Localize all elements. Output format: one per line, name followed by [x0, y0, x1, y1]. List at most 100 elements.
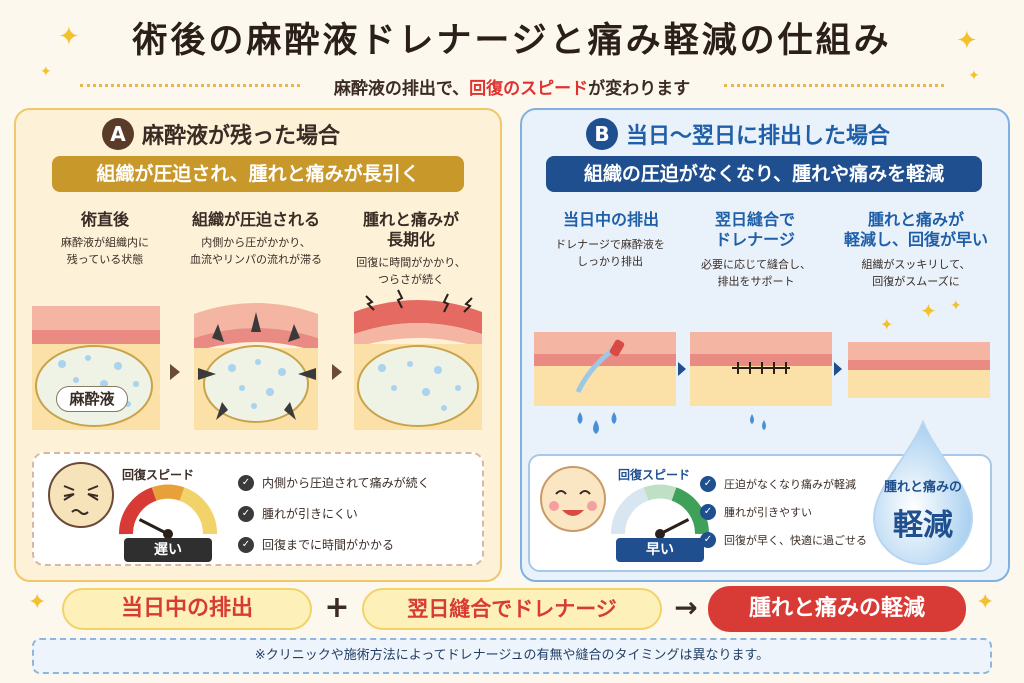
drop-big-text: 軽減: [893, 508, 953, 543]
svg-text:✦: ✦: [920, 299, 937, 323]
check-item: ✓ 腫れが引きにくい: [238, 505, 430, 522]
arrow-right-icon: [170, 364, 180, 380]
desc-line: 組織がスッキリして、: [861, 258, 971, 271]
panel-b-checklist: ✓圧迫がなくなり痛みが軽減 ✓ 腫れが引きやすい ✓ 回復が早く、快適に過ごせる: [700, 476, 867, 548]
desc-line: 麻酔液が組織内に: [61, 236, 149, 249]
sparkle-icon: ✦: [58, 22, 80, 52]
check-icon: ✓: [700, 504, 716, 520]
arrow-right-icon: [332, 364, 342, 380]
gauge-needle: [138, 518, 169, 536]
svg-text:✦: ✦: [950, 298, 962, 314]
check-text: 内側から圧迫されて痛みが続く: [262, 476, 430, 490]
step-a2-desc: 内側から圧がかかり、 血流やリンパの流れが滞る: [176, 234, 336, 268]
check-text: 圧迫がなくなり痛みが軽減: [724, 478, 856, 491]
desc-line: 回復がスムーズに: [872, 275, 960, 288]
panel-a-tissue-illustrations: [32, 289, 482, 430]
svg-text:✦: ✦: [880, 315, 893, 334]
check-icon: ✓: [238, 536, 254, 553]
check-icon: ✓: [238, 505, 254, 522]
check-item: ✓ 回復までに時間がかかる: [238, 536, 430, 553]
check-text: 腫れが引きやすい: [724, 506, 812, 519]
step-a1-title: 術直後: [80, 210, 129, 229]
formula-result: 腫れと痛みの軽減: [708, 586, 966, 632]
badge-b: B: [586, 118, 618, 150]
speed-gauge-b: [610, 484, 710, 538]
check-text: 回復までに時間がかかる: [262, 538, 395, 552]
desc-line: ドレナージで麻酔液を: [555, 238, 665, 251]
plus-icon: +: [324, 590, 350, 625]
step-b3-title: 腫れと痛みが 軽減し、回復が早い: [838, 210, 994, 250]
panel-a-banner: 組織が圧迫され、腫れと痛みが長引く: [52, 156, 464, 192]
panel-b-heading: 当日〜翌日に排出した場合: [626, 124, 891, 149]
speed-gauge-a: [118, 484, 218, 538]
tissue-b2-illustration: [690, 332, 832, 430]
title-line: 腫れと痛みが: [362, 210, 459, 229]
speed-label-a: 回復スピード: [122, 468, 195, 482]
speed-value-b: 早い: [616, 538, 704, 562]
arrow-right-icon: [834, 362, 842, 376]
step-b1-desc: ドレナージで麻酔液を しっかり排出: [530, 236, 690, 270]
sparkle-icon: ✦: [28, 590, 47, 615]
step-b2-title: 翌日縫合で ドレナージ: [690, 210, 820, 250]
panel-b-banner: 組織の圧迫がなくなり、腫れや痛みを軽減: [546, 156, 982, 192]
subtitle-pre: 麻酔液の排出で、: [333, 79, 470, 99]
formula-part2: 翌日縫合でドレナージ: [362, 588, 662, 630]
arrow-right-icon: [678, 362, 686, 376]
step-b1-title: 当日中の排出: [562, 210, 659, 229]
panel-b-header: B 当日〜翌日に排出した場合: [586, 118, 890, 150]
title-line: 翌日縫合で: [714, 210, 795, 229]
sparkle-icon: ✦: [976, 590, 995, 615]
check-text: 回復が早く、快適に過ごせる: [724, 534, 867, 547]
desc-line: 残っている状態: [66, 253, 144, 266]
tissue-a2-illustration: [194, 303, 318, 430]
check-item: ✓ 内側から圧迫されて痛みが続く: [238, 474, 430, 491]
tissue-a3-illustration: [354, 289, 482, 430]
title-line: 長期化: [386, 230, 435, 249]
check-icon: ✓: [700, 532, 716, 548]
dotted-divider: [80, 84, 300, 87]
subtitle-post: が変わります: [588, 79, 691, 99]
happy-face-icon: [540, 466, 606, 532]
panel-a-heading: 麻酔液が残った場合: [142, 124, 341, 149]
sparkle-icon: ✦: [968, 68, 980, 84]
step-a2-title: 組織が圧迫される: [191, 210, 320, 229]
footnote: ※クリニックや施術方法によってドレナージュの有無や縫合のタイミングは異なります。: [32, 638, 992, 674]
check-text: 腫れが引きにくい: [262, 507, 358, 521]
desc-line: つらさが続く: [378, 273, 444, 286]
dotted-divider: [724, 84, 944, 87]
check-item: ✓ 腫れが引きやすい: [700, 504, 867, 520]
step-b3-desc: 組織がスッキリして、 回復がスムーズに: [846, 256, 986, 290]
desc-line: 血流やリンパの流れが滞る: [190, 253, 322, 266]
water-drop-icon: [872, 419, 974, 565]
check-item: ✓ 回復が早く、快適に過ごせる: [700, 532, 867, 548]
check-icon: ✓: [238, 474, 254, 491]
sparkle-icon: ✦: [40, 64, 52, 80]
step-a3-title: 腫れと痛みが 長期化: [346, 210, 476, 250]
gauge-needle: [659, 518, 690, 536]
drop-small-text: 腫れと痛みの: [883, 480, 962, 495]
step-a1-desc: 麻酔液が組織内に 残っている状態: [30, 234, 180, 268]
step-a3-desc: 回復に時間がかかり、 つらさが続く: [346, 254, 476, 288]
desc-line: 必要に応じて縫合し、: [701, 258, 811, 271]
title-line: ドレナージ: [715, 230, 795, 249]
desc-line: 内側から圧がかかり、: [201, 236, 311, 249]
sad-face-icon: [48, 462, 114, 528]
panel-a-checklist: ✓ 内側から圧迫されて痛みが続く ✓ 腫れが引きにくい ✓ 回復までに時間がかかる: [238, 474, 430, 553]
fluid-label: 麻酔液: [56, 386, 128, 412]
badge-a: A: [102, 118, 134, 150]
subtitle: 麻酔液の排出で、回復のスピードが変わります: [0, 74, 1024, 99]
desc-line: しっかり排出: [577, 255, 643, 268]
title-line: 腫れと痛みが: [867, 210, 964, 229]
sparkle-icon: ✦: [956, 26, 978, 56]
subtitle-highlight: 回復のスピード: [469, 79, 589, 99]
speed-value-a: 遅い: [124, 538, 212, 562]
tissue-b1-illustration: [534, 332, 676, 434]
step-b2-desc: 必要に応じて縫合し、 排出をサポート: [686, 256, 826, 290]
page-title: 術後の麻酔液ドレナージと痛み軽減の仕組み: [132, 21, 892, 61]
check-item: ✓圧迫がなくなり痛みが軽減: [700, 476, 867, 492]
title-line: 軽減し、回復が早い: [843, 230, 988, 249]
desc-line: 排出をサポート: [717, 275, 795, 288]
desc-line: 回復に時間がかかり、: [356, 256, 466, 269]
speed-label-b: 回復スピード: [618, 468, 691, 482]
panel-b-tissue-illustrations: ✦ ✦ ✦: [534, 298, 990, 434]
